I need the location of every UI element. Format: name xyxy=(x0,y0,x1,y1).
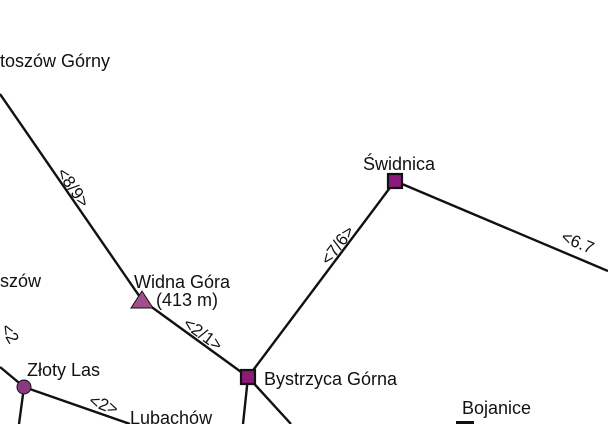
route-label-2: <2> xyxy=(87,391,121,419)
swidnica-town-marker[interactable] xyxy=(386,172,404,190)
zloty-las-village-marker[interactable] xyxy=(16,379,32,395)
place-label-szow: szów xyxy=(0,271,42,291)
route-swidnica-east xyxy=(394,179,608,273)
place-label-bojanice: Bojanice xyxy=(462,398,531,418)
place-label-bystrzyca-gorna: Bystrzyca Górna xyxy=(264,369,398,389)
route-widna-gora-bystrzyca xyxy=(141,299,249,378)
bojanice-bar-marker[interactable] xyxy=(456,421,474,424)
route-label-2-1: <2/1> xyxy=(180,314,226,355)
route-label-8-9: <8/9> xyxy=(53,164,94,211)
route-label-7-6: <7/6> xyxy=(317,222,358,268)
place-label-toszow-gorny: toszów Górny xyxy=(0,51,110,71)
route-toszow-widna-gora xyxy=(0,93,143,301)
route-label-2-left: <2 xyxy=(0,321,23,347)
place-label-lubachow: Lubachów xyxy=(130,408,213,424)
widna-gora-peak-marker[interactable] xyxy=(130,290,154,309)
place-label-zloty-las: Złoty Las xyxy=(27,360,100,380)
place-label-widna-gora: Widna Góra xyxy=(134,272,231,292)
route-bystrzyca-swidnica xyxy=(247,180,396,378)
route-zloty-las-bystrzyca xyxy=(23,385,131,424)
peak-elevation-label: (413 m) xyxy=(156,290,218,310)
place-label-swidnica: Świdnica xyxy=(363,153,436,174)
bystrzyca-town-marker[interactable] xyxy=(239,368,257,386)
